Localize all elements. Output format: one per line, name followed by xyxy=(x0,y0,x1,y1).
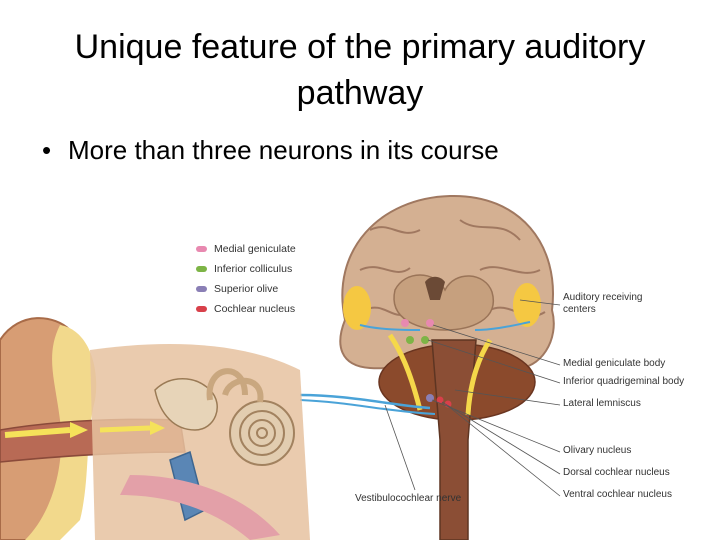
legend-item: Superior olive xyxy=(196,279,296,299)
legend: Medial geniculate Inferior colliculus Su… xyxy=(196,239,296,319)
slide-title-line-2: pathway xyxy=(296,74,424,112)
label-auditory-receiving-centers: Auditory receiving centers xyxy=(563,292,642,316)
legend-label: Medial geniculate xyxy=(214,243,296,255)
legend-label: Cochlear nucleus xyxy=(214,303,296,315)
label-inferior-quadrigeminal-body: Inferior quadrigeminal body xyxy=(563,376,685,387)
anatomy-drawing xyxy=(0,194,561,541)
legend-swatch-icon xyxy=(196,266,207,272)
bullet-text: More than three neurons in its course xyxy=(68,135,499,165)
bullet-item: • More than three neurons in its course xyxy=(42,132,499,168)
label-ventral-cochlear-nucleus: Ventral cochlear nucleus xyxy=(563,489,672,500)
legend-label: Superior olive xyxy=(214,283,279,295)
label-auditory-line-2: centers xyxy=(563,304,596,315)
legend-swatch-icon xyxy=(196,286,207,292)
auditory-pathway-illustration: Medial geniculate Inferior colliculus Su… xyxy=(0,190,720,541)
slide-title-line-1: Unique feature of the primary auditory xyxy=(74,28,646,66)
bullet-dot-icon: • xyxy=(42,135,52,165)
label-olivary-nucleus: Olivary nucleus xyxy=(563,445,632,456)
label-vestibulocochlear-nerve: Vestibulocochlear nerve xyxy=(355,493,462,504)
legend-swatch-icon xyxy=(196,306,207,312)
legend-swatch-icon xyxy=(196,246,207,252)
label-dorsal-cochlear-nucleus: Dorsal cochlear nucleus xyxy=(563,467,670,478)
slide-title: Unique feature of the primary auditory p… xyxy=(20,24,700,116)
label-lateral-lemniscus: Lateral lemniscus xyxy=(563,398,641,409)
brain-cortex xyxy=(339,194,555,370)
legend-item: Inferior colliculus xyxy=(196,259,296,279)
legend-item: Medial geniculate xyxy=(196,239,296,259)
legend-item: Cochlear nucleus xyxy=(196,299,296,319)
legend-label: Inferior colliculus xyxy=(214,263,293,275)
label-medial-geniculate-body: Medial geniculate body xyxy=(563,358,666,369)
bullet-list: • More than three neurons in its course xyxy=(42,132,499,168)
label-auditory-line-1: Auditory receiving xyxy=(563,292,643,303)
